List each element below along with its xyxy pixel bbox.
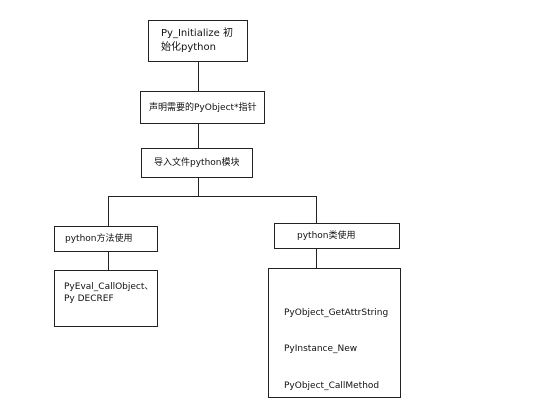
connector-class-to-detail: [316, 249, 317, 268]
class-api-item: PyObject_GetAttrString: [284, 308, 389, 319]
import-python-module-box: 导入文件python模块: [141, 148, 253, 178]
connector-init-to-declare: [198, 62, 199, 91]
declare-pyobject-pointers-box: 声明需要的PyObject*指针: [140, 91, 265, 124]
connector-branch-to-class: [316, 196, 317, 223]
connector-import-to-branch: [198, 178, 199, 196]
init-python-box: Py_Initialize 初 始化python: [148, 20, 248, 62]
class-api-item: PyObject_CallMethod: [284, 380, 380, 391]
connector-branch-to-method: [108, 196, 109, 226]
python-method-usage-box: python方法使用: [54, 226, 158, 252]
connector-method-to-detail: [108, 252, 109, 270]
class-api-detail-box: PyObject_GetAttrString PyInstance_New Py…: [268, 268, 401, 398]
class-api-item: PyInstance_New: [284, 344, 358, 355]
method-api-detail-box: PyEval_CallObject、 Py DECREF: [54, 270, 158, 327]
python-class-usage-box: python类使用: [274, 223, 400, 249]
connector-branch-horizontal: [108, 196, 317, 197]
flowchart-diagram: Py_Initialize 初 始化python 声明需要的PyObject*指…: [54, 20, 401, 398]
connector-declare-to-import: [198, 124, 199, 148]
